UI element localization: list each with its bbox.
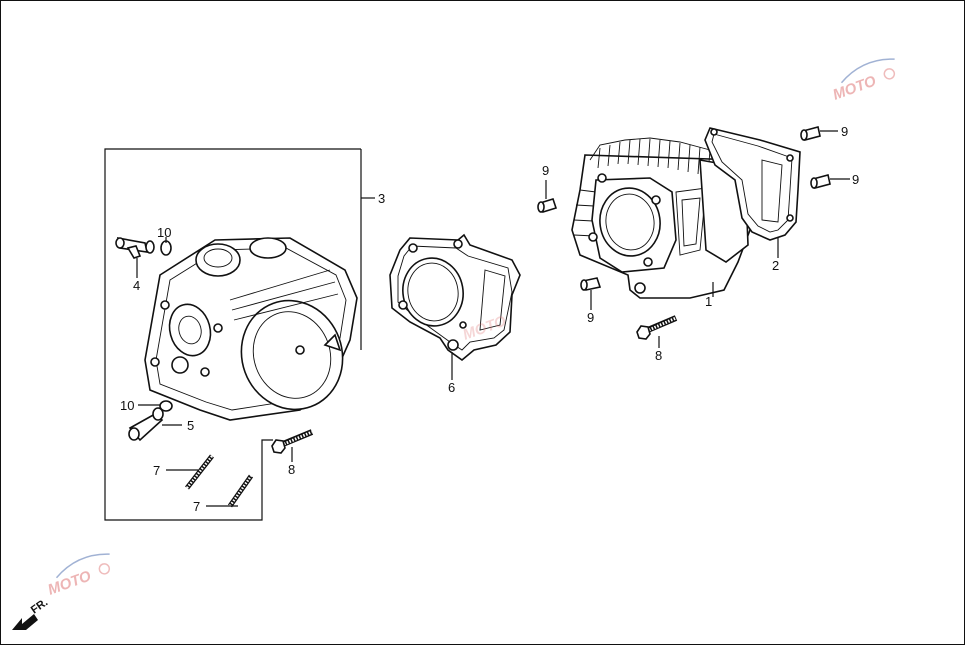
svg-text:MOTO: MOTO: [46, 567, 94, 598]
o-ring-10-bottom: [159, 400, 173, 412]
svg-text:MOTO: MOTO: [831, 72, 879, 103]
base-gasket-2: [704, 127, 801, 241]
dowel-9-c: [800, 126, 821, 141]
label-part-9a: 9: [542, 163, 549, 178]
label-part-9b: 9: [587, 310, 594, 325]
o-ring-10-top: [160, 240, 172, 256]
leader-lines: [136, 130, 850, 507]
dowel-9-a: [537, 198, 558, 213]
front-label: FR.: [29, 596, 50, 616]
watermark-top-right: MOTO: [831, 58, 896, 104]
plug-5: [128, 407, 164, 442]
stud-bolt-4: [115, 236, 155, 259]
arrow-icon: [12, 614, 38, 630]
label-part-1: 1: [705, 294, 712, 309]
watermark-bottom-left: MOTO: [46, 553, 111, 599]
bolt-8-left: [271, 429, 314, 454]
dowel-9-b: [580, 277, 602, 291]
label-part-10a: 10: [157, 225, 171, 240]
label-part-9c: 9: [841, 124, 848, 139]
label-part-6: 6: [448, 380, 455, 395]
head-gasket-6: [389, 233, 521, 362]
front-direction-indicator: FR.: [12, 596, 50, 630]
label-part-9d: 9: [852, 172, 859, 187]
part-labels: 1 2 3 4 5 6 7 7 8 8 9 9 9 9 10 10: [120, 124, 859, 514]
label-part-7b: 7: [193, 499, 200, 514]
label-part-8a: 8: [288, 462, 295, 477]
label-part-2: 2: [772, 258, 779, 273]
cylinder-head-group-bracket: [104, 148, 375, 521]
label-part-3: 3: [378, 191, 385, 206]
label-part-8b: 8: [655, 348, 662, 363]
stud-7-a: [185, 454, 214, 490]
label-part-7a: 7: [153, 463, 160, 478]
bolt-8-right: [636, 315, 678, 340]
stud-7-b: [227, 474, 254, 508]
label-part-4: 4: [133, 278, 140, 293]
label-part-5: 5: [187, 418, 194, 433]
cylinder-head: [144, 237, 358, 421]
dowel-9-d: [810, 174, 831, 189]
label-part-10b: 10: [120, 398, 134, 413]
